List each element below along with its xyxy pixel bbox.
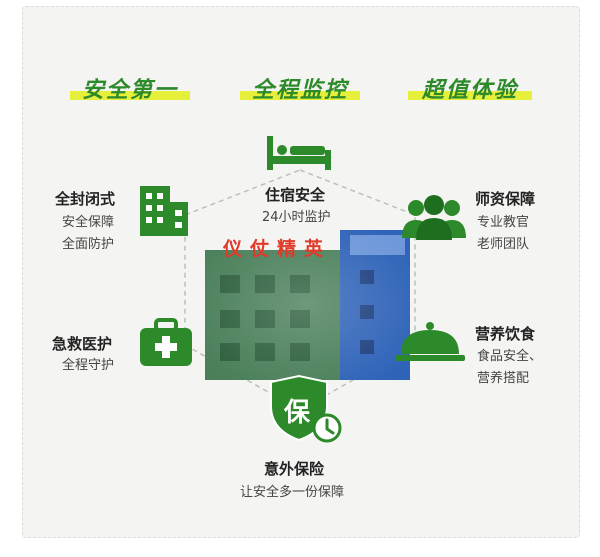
building-image	[200, 225, 415, 385]
bed-icon	[267, 136, 331, 170]
teachers-sub2: 老师团队	[477, 237, 530, 252]
closed-campus-sub1: 安全保障	[62, 215, 115, 230]
insurance-title: 意外保险	[264, 460, 325, 478]
dorm-safety-sub: 24小时监护	[262, 210, 331, 225]
shield-icon	[270, 374, 342, 443]
first-aid-sub1: 全程守护	[62, 358, 115, 373]
medical-kit-icon	[140, 318, 192, 366]
teachers-sub1: 专业教官	[477, 215, 530, 230]
nutrition-sub1: 食品安全、	[477, 349, 543, 364]
heading-full-monitoring: 全程监控	[240, 72, 360, 103]
food-dome-icon	[395, 322, 465, 361]
closed-campus-title: 全封闭式	[55, 190, 116, 208]
nutrition-sub2: 营养搭配	[477, 371, 530, 386]
insurance-sub: 让安全多一份保障	[240, 485, 345, 500]
nutrition-title: 营养饮食	[475, 325, 536, 343]
dorm-safety-title: 住宿安全	[265, 186, 326, 204]
teachers-title: 师资保障	[475, 190, 536, 208]
building-icon	[140, 186, 188, 236]
first-aid-title: 急救医护	[52, 335, 113, 353]
insurance-badge-char: 保	[284, 398, 311, 428]
building-sign: 仪仗精英	[223, 238, 332, 260]
heading-value-experience: 超值体验	[408, 72, 532, 103]
people-icon	[402, 195, 466, 240]
closed-campus-sub2: 全面防护	[62, 237, 115, 252]
heading-safety-first: 安全第一	[70, 72, 190, 103]
